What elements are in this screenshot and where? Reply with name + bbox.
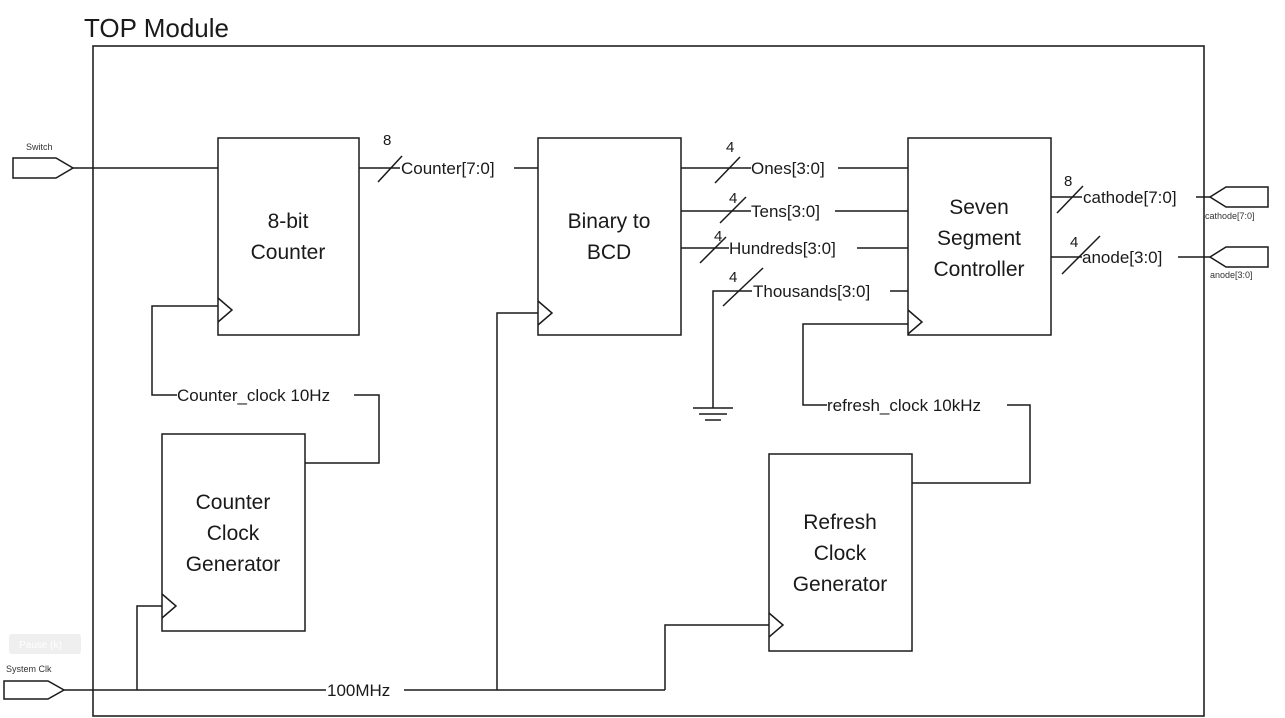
anode-bus-label: anode[3:0]: [1082, 248, 1162, 267]
counter-block-line2: Counter: [251, 241, 326, 264]
cathode-width: 8: [1064, 173, 1072, 190]
switch-port-label: Switch: [26, 142, 53, 152]
switch-port: Switch: [12, 142, 75, 179]
ones-width: 4: [726, 139, 734, 156]
counter-bus-slash: [377, 155, 403, 183]
thousands-slash: [722, 267, 764, 307]
counter-clock-label: Counter_clock 10Hz: [177, 386, 330, 405]
hundreds-slash: [699, 236, 727, 264]
thousands-width: 4: [729, 269, 737, 286]
seven-segment-block: Seven Segment Controller: [907, 137, 1052, 336]
counter-clock-gen-line3: Generator: [186, 553, 281, 576]
seven-seg-line1: Seven: [949, 196, 1009, 219]
counter-clock-wire-left: [151, 305, 218, 396]
counter-clock-gen-line1: Counter: [196, 491, 271, 514]
refresh-clock-gen-line3: Generator: [793, 573, 888, 596]
thousands-label: Thousands[3:0]: [753, 282, 870, 301]
clk-100mhz-label: 100MHz: [327, 681, 390, 700]
counter-clock-wire-right: [305, 394, 380, 464]
ones-label: Ones[3:0]: [751, 159, 825, 178]
counter-bus-label: Counter[7:0]: [401, 159, 495, 178]
seven-seg-line2: Segment: [937, 227, 1021, 250]
thousands-wire-left: [712, 290, 752, 408]
refresh-clock-wire-left: [802, 323, 908, 406]
refresh-clock-generator-block: Refresh Clock Generator: [768, 453, 913, 652]
counter-clock-gen-line2: Clock: [207, 522, 260, 545]
bcd-block-line2: BCD: [587, 241, 631, 264]
top-module-frame: [92, 45, 1205, 717]
anode-slash: [1061, 235, 1101, 275]
anode-port-label: anode[3:0]: [1210, 270, 1253, 280]
tens-slash: [719, 196, 747, 224]
anode-width: 4: [1070, 234, 1078, 251]
counter-bus-width: 8: [383, 132, 391, 149]
cathode-port-label: cathode[7:0]: [1205, 211, 1255, 221]
system-clk-port: System Clk: [3, 664, 66, 700]
pause-watermark: Pause (k): [9, 634, 81, 654]
bcd-block-line1: Binary to: [568, 210, 651, 233]
clk-to-counter-clock-gen: [136, 605, 162, 690]
cathode-bus-label: cathode[7:0]: [1083, 188, 1177, 207]
hundreds-width: 4: [714, 228, 722, 245]
cathode-port: cathode[7:0]: [1205, 186, 1269, 221]
refresh-clock-gen-line1: Refresh: [803, 511, 877, 534]
hundreds-label: Hundreds[3:0]: [729, 239, 836, 258]
tens-label: Tens[3:0]: [751, 202, 820, 221]
tens-width: 4: [729, 190, 737, 207]
diagram-title: TOP Module: [84, 13, 229, 43]
ones-slash: [714, 156, 741, 184]
refresh-clock-wire-right: [912, 404, 1031, 484]
refresh-clock-label: refresh_clock 10kHz: [827, 396, 981, 415]
clk-to-bcd: [496, 312, 538, 690]
clk-to-refresh-gen: [664, 624, 769, 690]
seven-seg-line3: Controller: [933, 258, 1024, 281]
refresh-clock-gen-line2: Clock: [814, 542, 867, 565]
system-clk-port-label: System Clk: [6, 664, 52, 674]
counter-clock-generator-block: Counter Clock Generator: [161, 433, 306, 632]
counter-block-line1: 8-bit: [268, 210, 309, 233]
anode-port: anode[3:0]: [1208, 246, 1269, 280]
bcd-block: Binary to BCD: [537, 137, 682, 336]
counter-block: 8-bit Counter: [217, 137, 360, 336]
pause-watermark-label: Pause (k): [19, 640, 62, 651]
cathode-slash: [1056, 185, 1084, 214]
ground-symbol: [693, 407, 733, 421]
